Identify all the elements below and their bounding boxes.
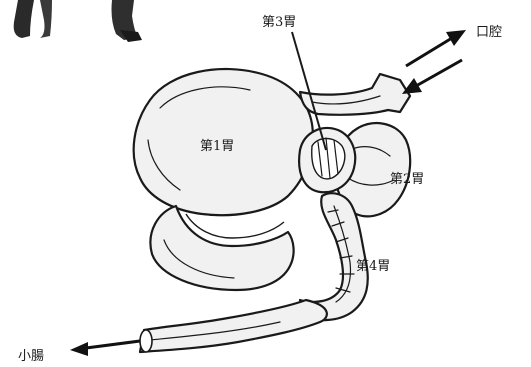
label-mouth: 口腔 xyxy=(476,25,502,40)
mouth-arrows xyxy=(402,30,466,94)
label-abomasum: 第4胃 xyxy=(356,259,390,274)
cow-legs-illustration xyxy=(14,0,142,42)
label-omasum: 第3胃 xyxy=(262,15,296,30)
label-rumen: 第1胃 xyxy=(200,139,234,154)
label-small-intestine: 小腸 xyxy=(18,349,44,364)
intestine-arrow xyxy=(70,341,140,356)
omasum-shape xyxy=(299,128,355,192)
label-reticulum: 第2胃 xyxy=(390,172,424,187)
rumen-shape xyxy=(134,69,313,290)
small-intestine-shape xyxy=(140,300,327,352)
esophagus-shape xyxy=(300,74,410,115)
